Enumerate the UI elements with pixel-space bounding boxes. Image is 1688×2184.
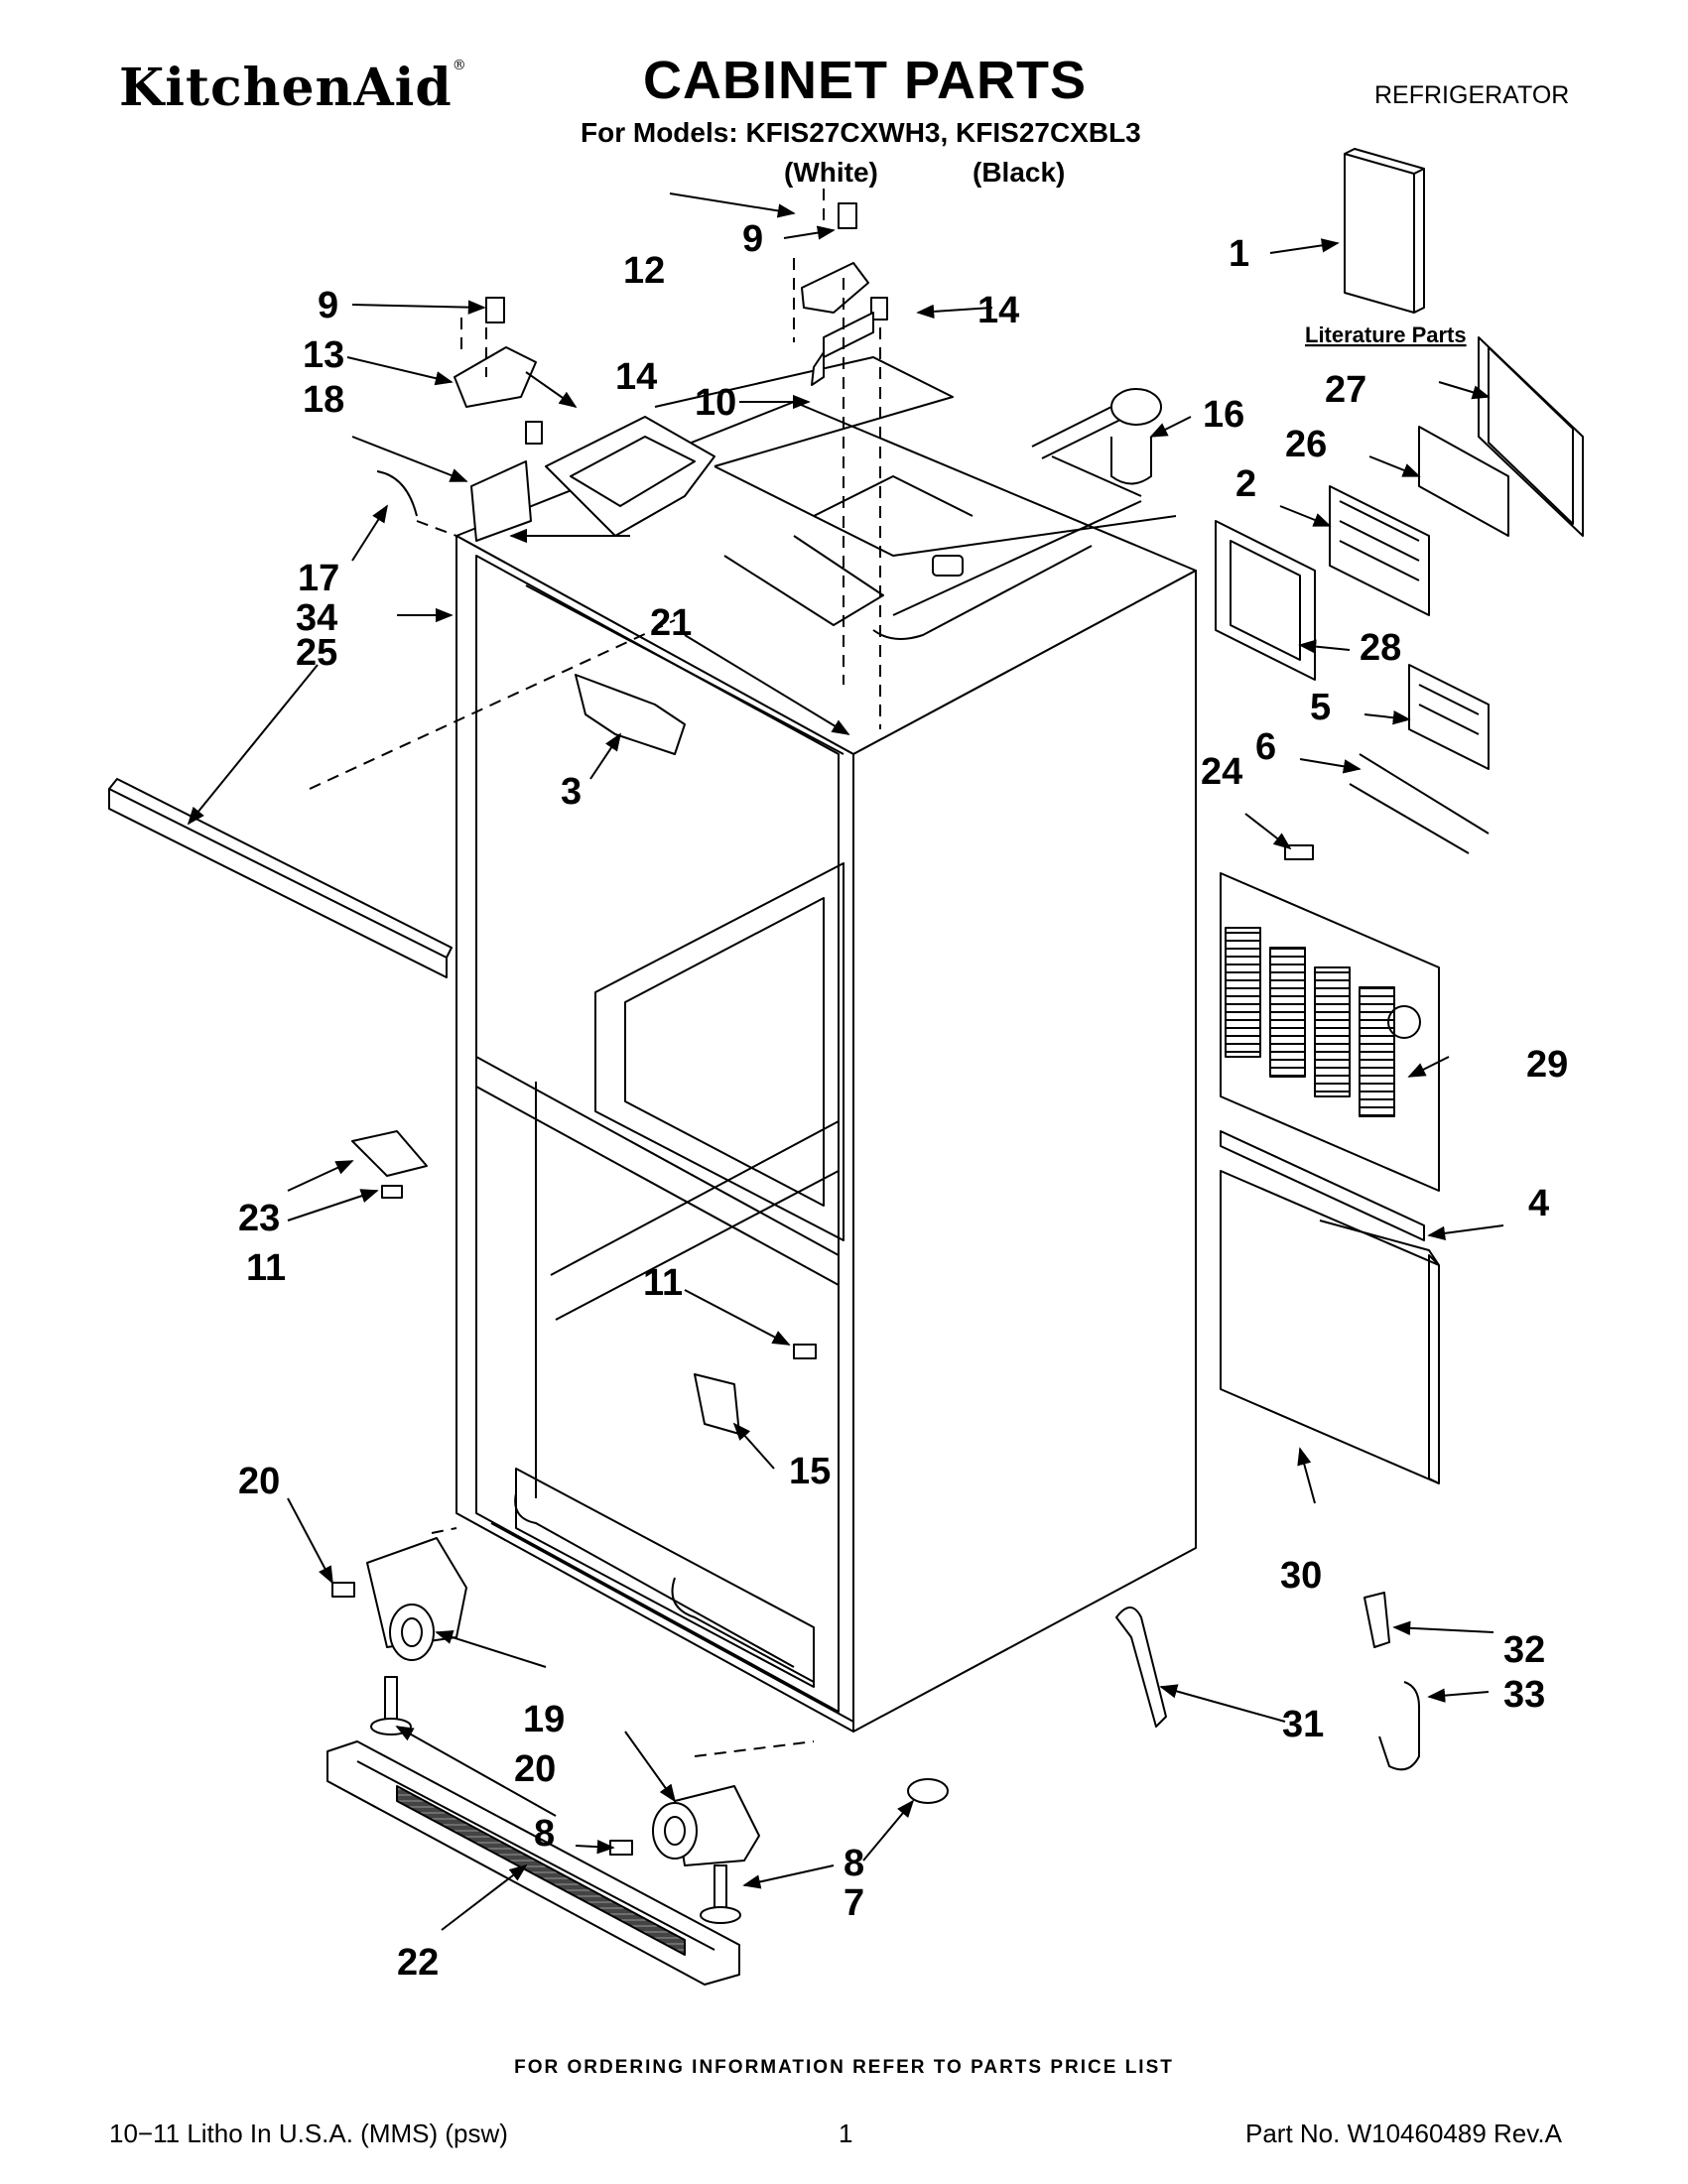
brand-name: KitchenAid: [119, 58, 453, 118]
callout-14-left: 14: [615, 356, 657, 398]
part-3-bracket: [575, 674, 686, 755]
cabinet-shell: [455, 401, 1197, 1733]
part-25-trim: [108, 778, 453, 978]
callout-12: 12: [623, 250, 665, 292]
part-6-strips: [1349, 753, 1490, 854]
part-19-roller-right: [652, 1785, 760, 1866]
callout-8-left: 8: [534, 1813, 555, 1855]
callout-16: 16: [1203, 394, 1244, 436]
callout-25: 25: [296, 632, 337, 674]
callout-2: 2: [1235, 463, 1256, 505]
callout-28: 28: [1360, 627, 1401, 669]
callout-5: 5: [1310, 687, 1331, 728]
ordering-notice: FOR ORDERING INFORMATION REFER TO PARTS …: [514, 2057, 1174, 2078]
part-8-leg-right: [700, 1864, 741, 1924]
callout-29: 29: [1526, 1044, 1568, 1086]
part-20-screw-right: [609, 1840, 633, 1856]
callout-10: 10: [695, 382, 736, 424]
literature-parts-label: Literature Parts: [1305, 322, 1467, 347]
kitchenaid-logo: KitchenAid®: [119, 58, 467, 118]
callout-6: 6: [1255, 726, 1276, 768]
callout-11-left: 11: [246, 1247, 286, 1289]
part-28-housing: [1215, 520, 1316, 681]
part-24-screw: [1284, 844, 1314, 860]
callout-11-center: 11: [643, 1262, 683, 1304]
callout-33: 33: [1503, 1674, 1545, 1716]
part-29-grille: [1220, 872, 1440, 1192]
callout-3: 3: [561, 771, 582, 813]
part-20-screw-left: [331, 1582, 355, 1598]
callout-9-left: 9: [318, 285, 338, 326]
part-33-sensor: [1378, 1681, 1420, 1771]
part-4-strip: [1220, 1130, 1425, 1241]
callout-34: 34: [296, 597, 337, 639]
callout-15: 15: [789, 1451, 831, 1492]
callout-4: 4: [1528, 1183, 1549, 1224]
part-22-base-grille: [326, 1740, 740, 1986]
print-info: 10−11 Litho In U.S.A. (MMS) (psw): [109, 2119, 508, 2148]
part-1-literature: [1344, 148, 1425, 314]
page-title: CABINET PARTS: [643, 51, 1088, 110]
callout-18: 18: [303, 379, 344, 421]
callout-9-top: 9: [742, 218, 763, 260]
part-7-ring: [907, 1778, 949, 1804]
callout-1: 1: [1229, 233, 1249, 275]
cabinet-top-assembly: [545, 356, 1177, 640]
callout-23: 23: [238, 1198, 280, 1239]
part-2-control-board: [1329, 485, 1430, 616]
part-number: Part No. W10460489 Rev.A: [1245, 2119, 1562, 2148]
callout-20-left: 20: [238, 1461, 280, 1502]
callout-27: 27: [1325, 369, 1366, 411]
callout-22: 22: [397, 1942, 439, 1984]
callout-26: 26: [1285, 424, 1327, 465]
part-8-leg-left: [370, 1676, 412, 1735]
callout-30: 30: [1280, 1555, 1322, 1597]
part-23-bracket: [351, 1130, 428, 1177]
callout-leaders: [187, 193, 1504, 1931]
part-11-screw-center: [793, 1344, 817, 1359]
variant-white: (White): [784, 157, 878, 188]
part-27-cover: [1478, 336, 1584, 537]
part-32-clip: [1363, 1592, 1390, 1648]
part-31-wrench: [1115, 1606, 1167, 1728]
hinge-assemblies: [454, 202, 888, 542]
assembly-guides: [309, 169, 881, 1757]
part-16-valve: [1031, 388, 1162, 485]
callout-7: 7: [844, 1882, 864, 1924]
callout-21: 21: [650, 602, 692, 644]
part-30-panel: [1220, 1170, 1440, 1484]
callout-17: 17: [298, 558, 339, 599]
callout-8-right: 8: [844, 1843, 864, 1884]
part-19-roller-left: [366, 1537, 467, 1661]
part-5-board: [1408, 664, 1490, 770]
model-numbers: For Models: KFIS27CXWH3, KFIS27CXBL3: [581, 117, 1141, 148]
callout-32: 32: [1503, 1629, 1545, 1671]
appliance-category: REFRIGERATOR: [1374, 81, 1570, 109]
callout-20-right: 20: [514, 1748, 556, 1790]
callout-14-top: 14: [977, 290, 1019, 331]
page-number: 1: [839, 2119, 853, 2148]
part-11-screw-left: [381, 1185, 403, 1199]
callout-31: 31: [1282, 1704, 1324, 1745]
callout-24: 24: [1201, 751, 1242, 793]
callout-13: 13: [303, 334, 344, 376]
registered-mark: ®: [452, 58, 467, 73]
callout-labels: 1 2 3 4 5 6 7 8 8 9 9 10 11 11 12 13 14 …: [238, 218, 1568, 1984]
variant-black: (Black): [973, 157, 1066, 188]
callout-19-right: 19: [523, 1699, 565, 1740]
part-17-strip: [376, 470, 418, 517]
